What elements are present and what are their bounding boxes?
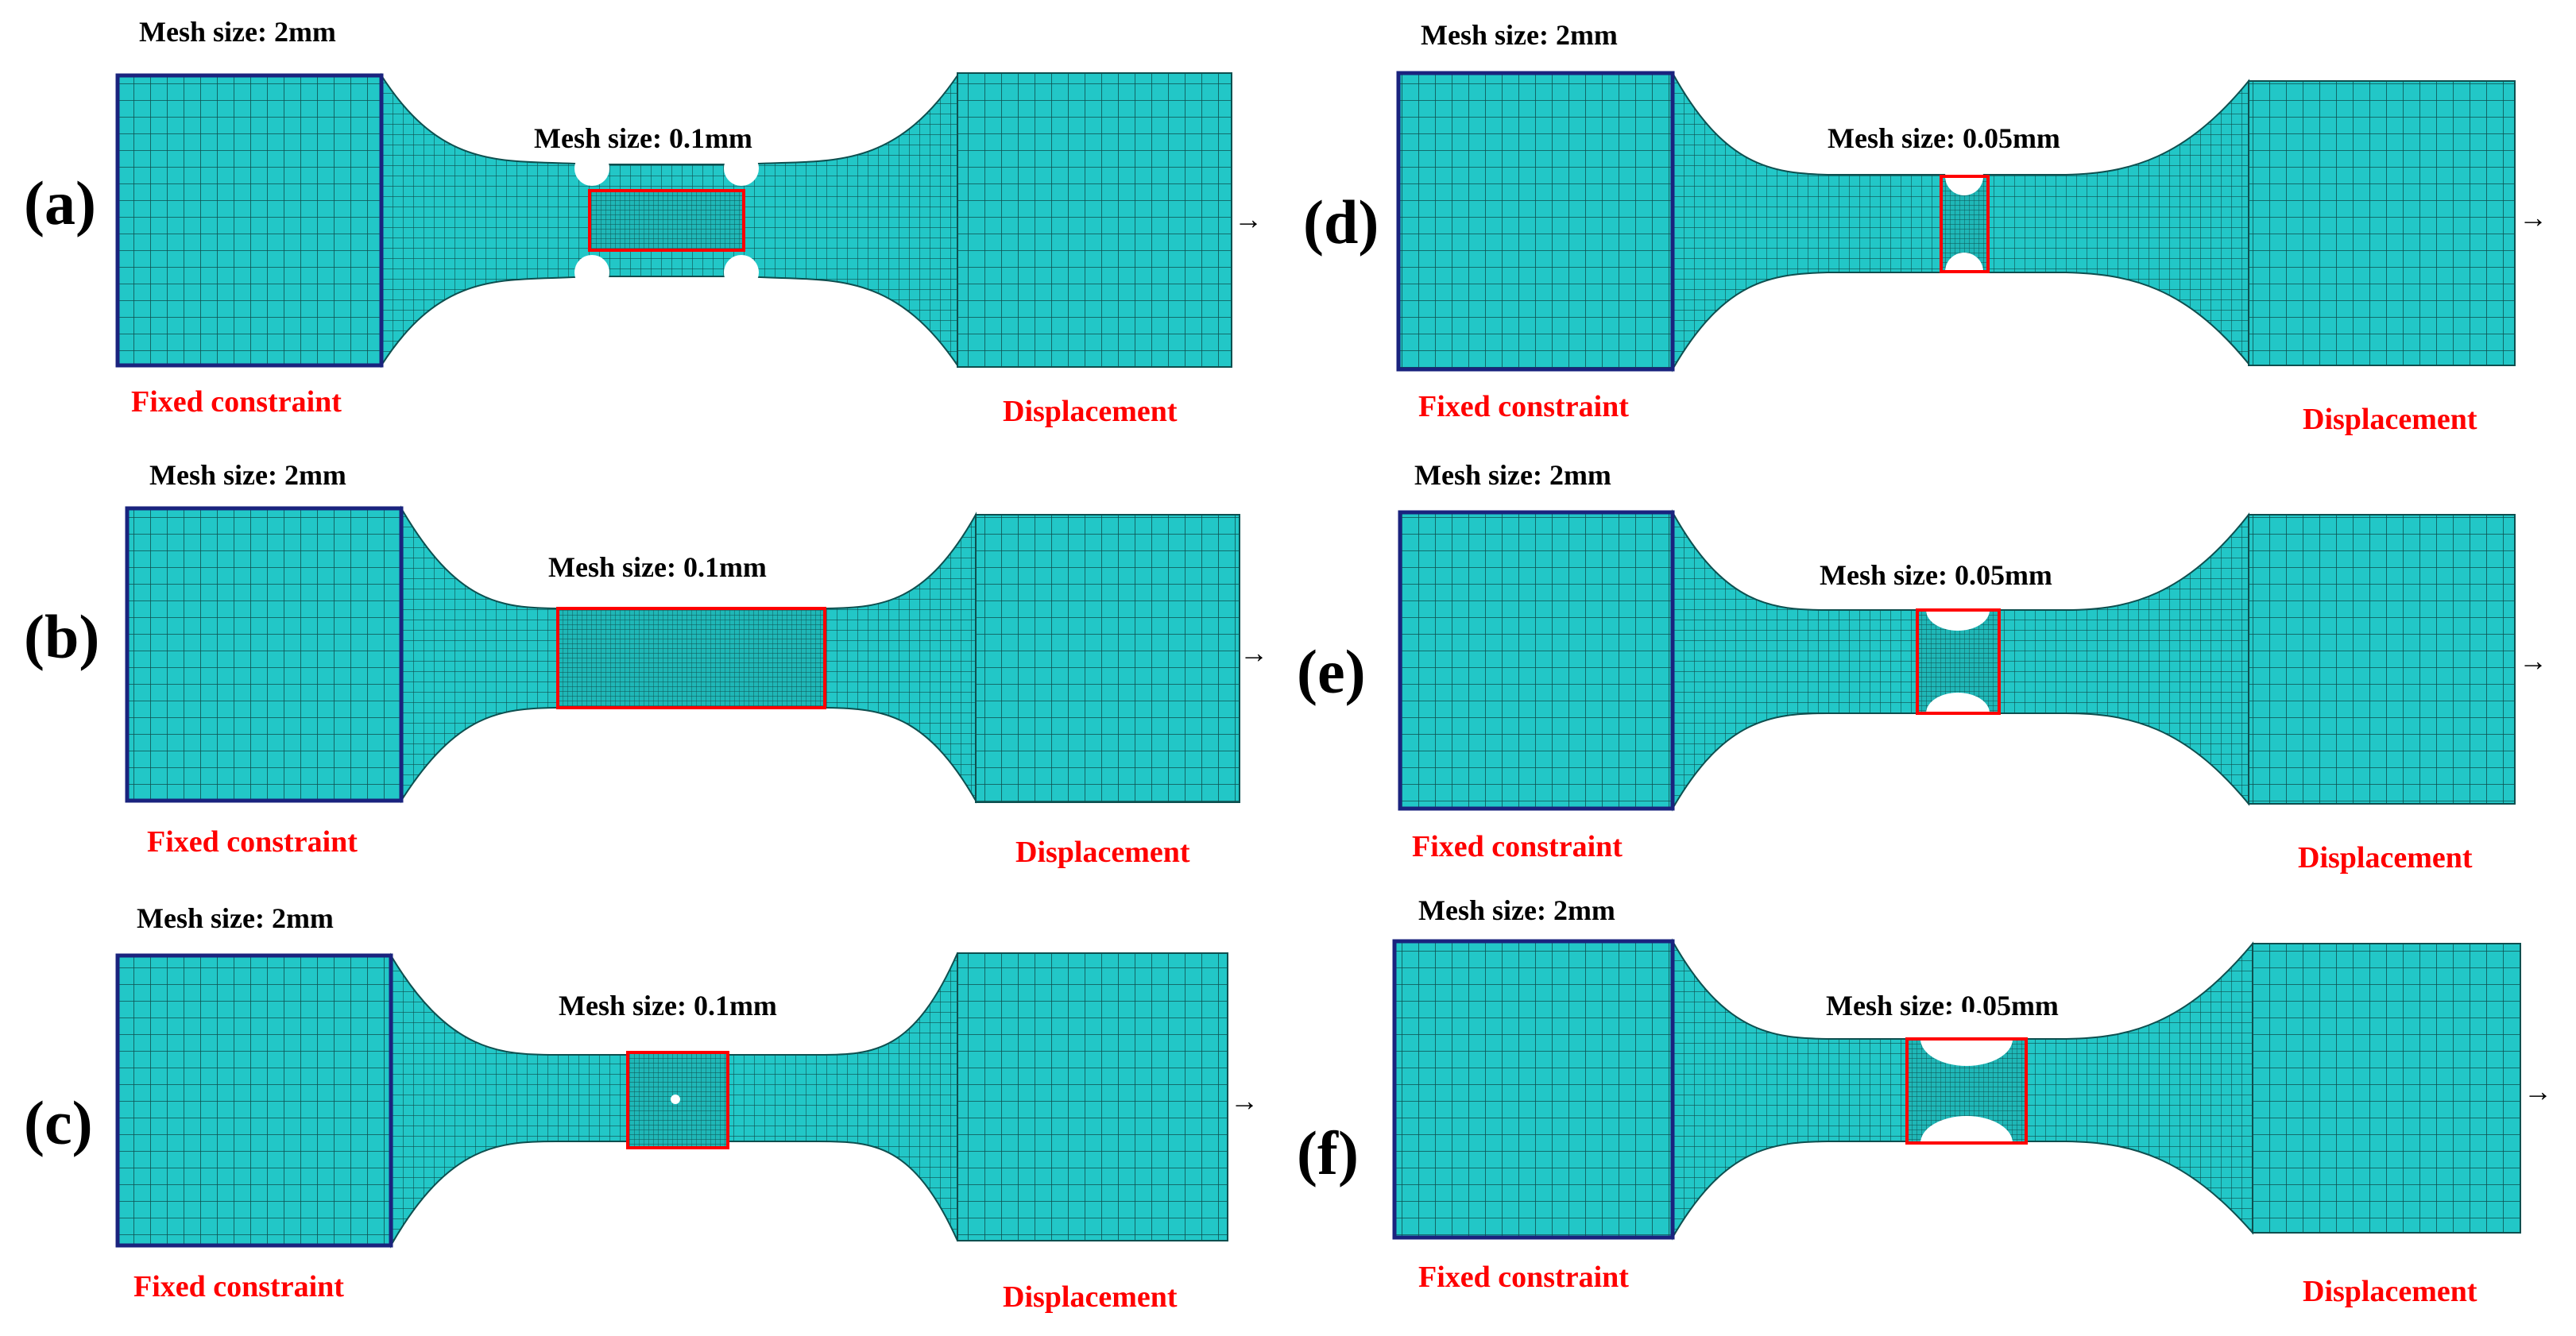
load-arrow: → bbox=[1234, 203, 1263, 235]
highlight-box bbox=[1940, 175, 1990, 273]
loaded-grip bbox=[957, 72, 1232, 368]
fixed-grip bbox=[115, 73, 384, 368]
displacement-label: Displacement bbox=[2298, 841, 2473, 875]
specimen-mesh bbox=[115, 952, 1228, 1249]
fine-mesh-label: Mesh size: 0.1mm bbox=[534, 122, 752, 154]
load-arrow: → bbox=[2519, 645, 2547, 677]
fixed-grip bbox=[125, 506, 404, 803]
fixed-constraint-label: Fixed constraint bbox=[1418, 390, 1629, 423]
highlight-box bbox=[626, 1051, 729, 1149]
fine-mesh-label: Mesh size: 0.1mm bbox=[548, 551, 767, 583]
coarse-mesh-label: Mesh size: 2mm bbox=[1418, 894, 1615, 926]
notch bbox=[724, 255, 759, 290]
specimen-mesh bbox=[115, 72, 1232, 369]
hole bbox=[671, 1095, 680, 1104]
specimen-mesh bbox=[1396, 71, 2516, 373]
load-arrow: → bbox=[2519, 202, 2547, 234]
coarse-mesh-label: Mesh size: 2mm bbox=[139, 16, 336, 48]
refined-region bbox=[558, 608, 825, 708]
notch bbox=[574, 255, 609, 290]
loaded-grip bbox=[2248, 514, 2516, 805]
fixed-grip bbox=[1398, 510, 1675, 811]
coarse-mesh-label: Mesh size: 2mm bbox=[137, 902, 334, 934]
loaded-grip bbox=[2248, 80, 2516, 366]
panel-a: (a) Mesh size: 2mm Mesh size: 0.1mm Fixe… bbox=[24, 16, 1263, 428]
displacement-label: Displacement bbox=[2303, 403, 2477, 436]
fixed-constraint-label: Fixed constraint bbox=[1412, 830, 1623, 863]
coarse-mesh-label: Mesh size: 2mm bbox=[149, 459, 346, 491]
fixed-grip bbox=[115, 953, 393, 1248]
displacement-label: Displacement bbox=[1003, 1280, 1178, 1314]
loaded-grip bbox=[957, 952, 1228, 1241]
displacement-label: Displacement bbox=[2303, 1275, 2477, 1308]
panel-b: (b) Mesh size: 2mm Mesh size: 0.1mm Fixe… bbox=[24, 459, 1268, 869]
panel-label: (c) bbox=[24, 1088, 93, 1157]
fine-mesh-label: Mesh size: 0.05mm bbox=[1828, 122, 2060, 154]
panel-e: (e) Mesh size: 2mm Mesh size: 0.05mm Fix… bbox=[1297, 459, 2547, 875]
loaded-grip bbox=[975, 514, 1240, 803]
displacement-label: Displacement bbox=[1003, 395, 1178, 428]
fixed-constraint-label: Fixed constraint bbox=[147, 825, 358, 859]
loaded-grip bbox=[2252, 943, 2521, 1234]
fine-mesh-label: Mesh size: 0.1mm bbox=[559, 990, 777, 1021]
highlight-box bbox=[556, 607, 826, 709]
highlight-box bbox=[1916, 608, 2001, 715]
panel-label: (f) bbox=[1297, 1118, 1359, 1187]
panel-label: (a) bbox=[24, 168, 96, 237]
panel-label: (d) bbox=[1303, 187, 1379, 257]
load-arrow: → bbox=[2524, 1075, 2552, 1107]
coarse-mesh-label: Mesh size: 2mm bbox=[1414, 459, 1611, 491]
fixed-grip bbox=[1396, 71, 1675, 372]
refined-region bbox=[590, 191, 744, 250]
panel-f: (f) Mesh size: 2mm Mesh size: 0.05mm Fix… bbox=[1297, 894, 2552, 1308]
panel-d: (d) Mesh size: 2mm Mesh size: 0.05mm Fix… bbox=[1303, 19, 2547, 436]
fixed-constraint-label: Fixed constraint bbox=[133, 1270, 344, 1303]
specimen-mesh bbox=[1392, 938, 2521, 1241]
displacement-label: Displacement bbox=[1015, 836, 1190, 869]
panel-label: (e) bbox=[1297, 637, 1366, 706]
notch bbox=[724, 151, 759, 186]
notch bbox=[574, 151, 609, 186]
panel-c: (c) Mesh size: 2mm Mesh size: 0.1mm Fixe… bbox=[24, 902, 1259, 1314]
load-arrow: → bbox=[1240, 637, 1268, 669]
highlight-box bbox=[1905, 1037, 2028, 1145]
fixed-grip bbox=[1392, 939, 1675, 1240]
load-arrow: → bbox=[1230, 1085, 1259, 1117]
fixed-constraint-label: Fixed constraint bbox=[131, 385, 342, 419]
panel-label: (b) bbox=[24, 602, 99, 671]
coarse-mesh-label: Mesh size: 2mm bbox=[1421, 19, 1618, 51]
fine-mesh-label: Mesh size: 0.05mm bbox=[1820, 559, 2052, 591]
specimen-mesh bbox=[1398, 509, 2516, 812]
specimen-mesh bbox=[125, 505, 1240, 804]
highlight-box bbox=[588, 189, 745, 252]
fixed-constraint-label: Fixed constraint bbox=[1418, 1261, 1629, 1294]
